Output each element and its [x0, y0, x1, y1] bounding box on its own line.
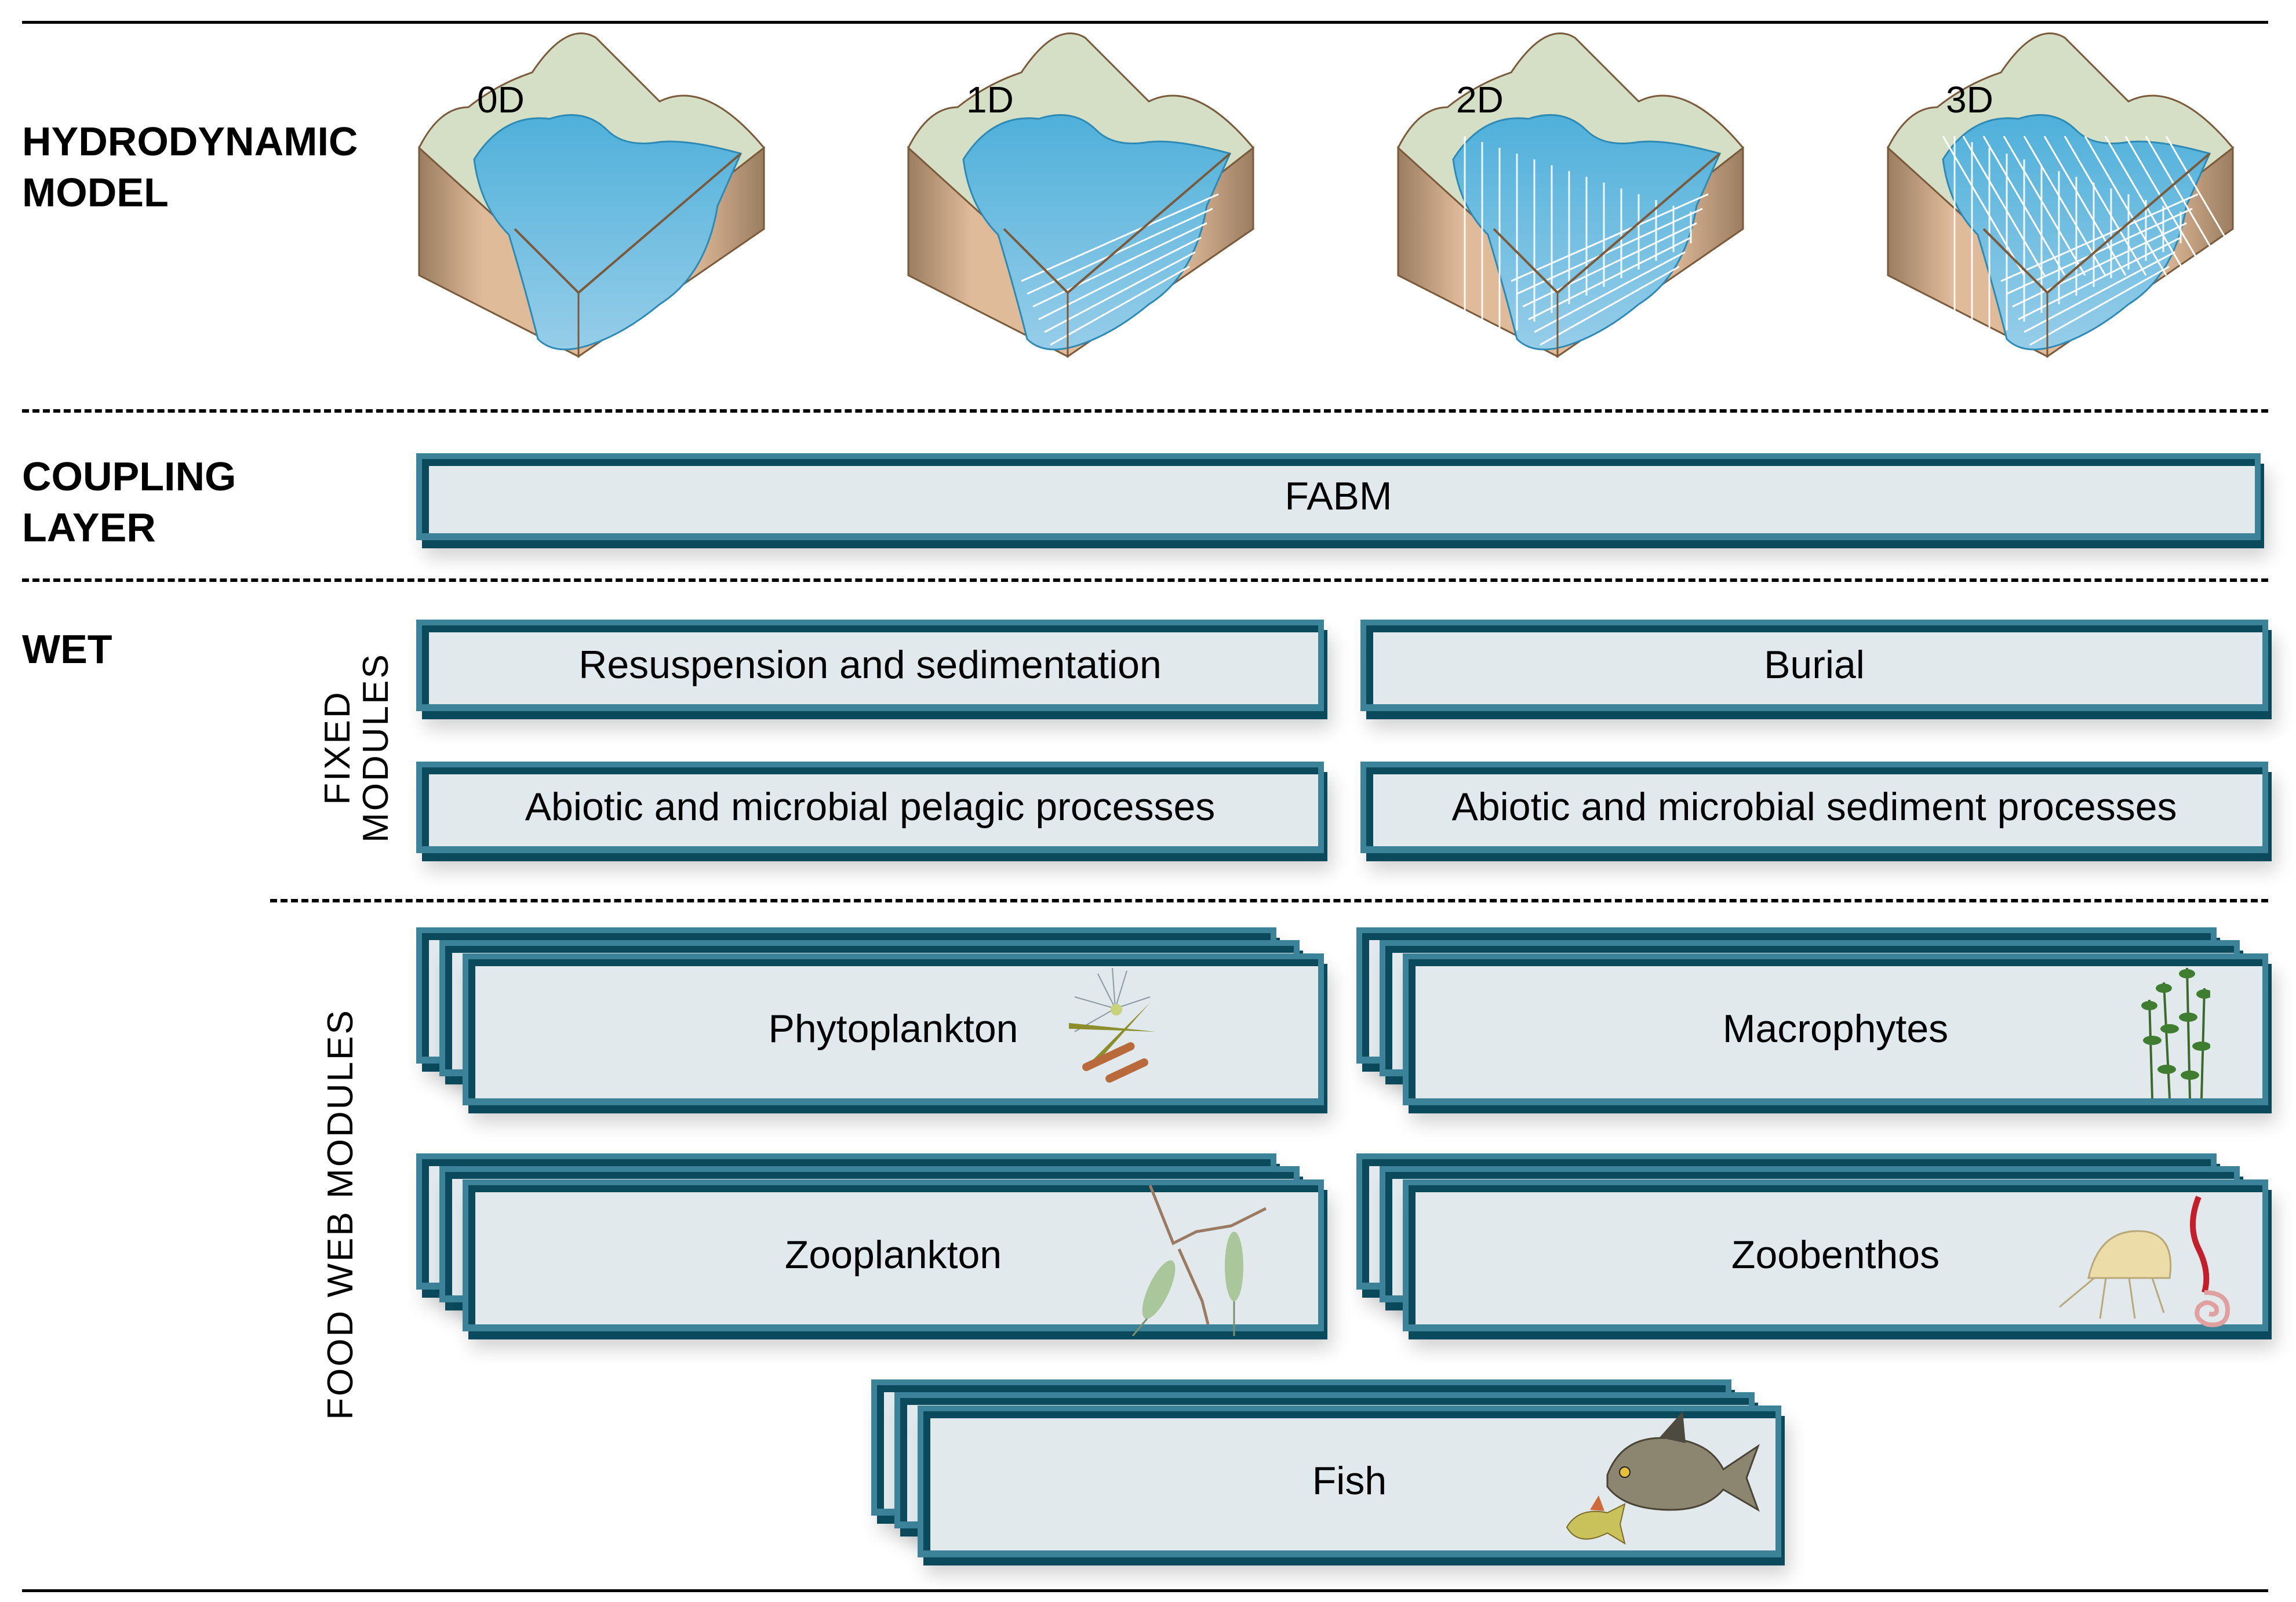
divider-hydro-coupling — [22, 409, 2268, 413]
module-label: Zooplankton — [784, 1233, 1002, 1277]
module-pelagic-processes: Abiotic and microbial pelagic processes — [416, 762, 1324, 853]
module-fish: Fish — [918, 1406, 1781, 1557]
side-label-fixed-modules: FIXED MODULES — [318, 653, 396, 843]
module-phytoplankton: Phytoplankton — [463, 953, 1324, 1105]
hydro-model-label: 0D — [477, 79, 525, 121]
module-zoobenthos: Zoobenthos — [1403, 1179, 2268, 1331]
zooplankton-icon — [1131, 1185, 1267, 1336]
module-macrophytes: Macrophytes — [1403, 953, 2268, 1105]
section-label-hydrodynamic: HYDRODYNAMIC MODEL — [22, 119, 358, 215]
hydro-model-1d: 1D — [905, 32, 1282, 391]
lake-block-icon — [1397, 32, 1745, 358]
fabm-box: FABM — [416, 453, 2261, 540]
side-label-food-web-modules: FOOD WEB MODULES — [321, 1008, 361, 1420]
module-label: Resuspension and sedimentation — [578, 643, 1162, 687]
module-label: Abiotic and microbial pelagic processes — [525, 785, 1216, 829]
fabm-label: FABM — [1285, 474, 1392, 518]
hydro-model-label: 3D — [1946, 79, 1993, 121]
module-sediment-processes: Abiotic and microbial sediment processes — [1360, 762, 2268, 853]
module-label: Macrophytes — [1722, 1007, 1949, 1051]
hydro-model-label: 1D — [966, 79, 1014, 121]
bottom-rule — [22, 1589, 2268, 1592]
lake-block-icon — [418, 32, 766, 358]
hydro-model-0d: 0D — [416, 32, 793, 391]
divider-fixed-foodweb — [270, 899, 2268, 902]
lake-block-icon — [1887, 32, 2248, 358]
zoobenthos-icon — [2059, 1196, 2230, 1327]
fish-icon — [1566, 1411, 1760, 1545]
module-zooplankton: Zooplankton — [463, 1179, 1324, 1336]
section-label-coupling: COUPLING LAYER — [22, 454, 236, 550]
phytoplankton-icon — [1069, 968, 1156, 1083]
top-rule — [22, 21, 2268, 24]
hydro-model-2d: 2D — [1395, 32, 1772, 391]
module-resuspension: Resuspension and sedimentation — [416, 620, 1324, 711]
section-label-wet: WET — [22, 627, 112, 672]
divider-coupling-wet — [22, 578, 2268, 582]
macrophytes-icon — [2141, 967, 2210, 1098]
module-label: Zoobenthos — [1731, 1233, 1940, 1277]
module-label: Burial — [1764, 643, 1865, 687]
module-label: Fish — [1312, 1459, 1387, 1503]
hydro-model-3d: 3D — [1885, 32, 2262, 391]
module-burial: Burial — [1360, 620, 2268, 711]
module-label: Abiotic and microbial sediment processes — [1451, 785, 2177, 829]
module-label: Phytoplankton — [768, 1007, 1018, 1051]
hydro-model-label: 2D — [1456, 79, 1504, 121]
lake-block-icon — [907, 32, 1255, 358]
